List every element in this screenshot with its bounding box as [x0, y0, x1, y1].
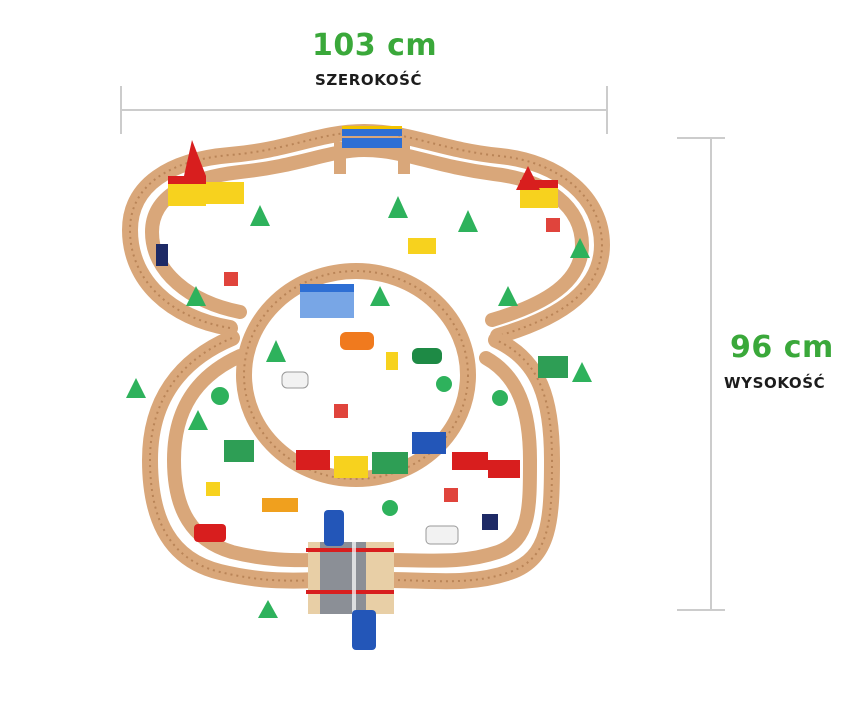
small-pieces [156, 218, 560, 530]
height-measure-line [677, 137, 725, 611]
width-label: SZEROKOŚĆ [315, 71, 423, 89]
toy-train [296, 432, 446, 478]
buildings [168, 140, 568, 478]
height-value: 96 cm [730, 330, 834, 365]
height-label: WYSOKOŚĆ [724, 374, 826, 392]
width-measure-line [120, 86, 608, 134]
trees [126, 196, 592, 618]
railway-crossing [306, 542, 394, 614]
center-circle-track [236, 263, 476, 487]
bridge [334, 126, 410, 174]
width-value: 103 cm [312, 28, 438, 63]
toy-vehicles [194, 332, 459, 650]
